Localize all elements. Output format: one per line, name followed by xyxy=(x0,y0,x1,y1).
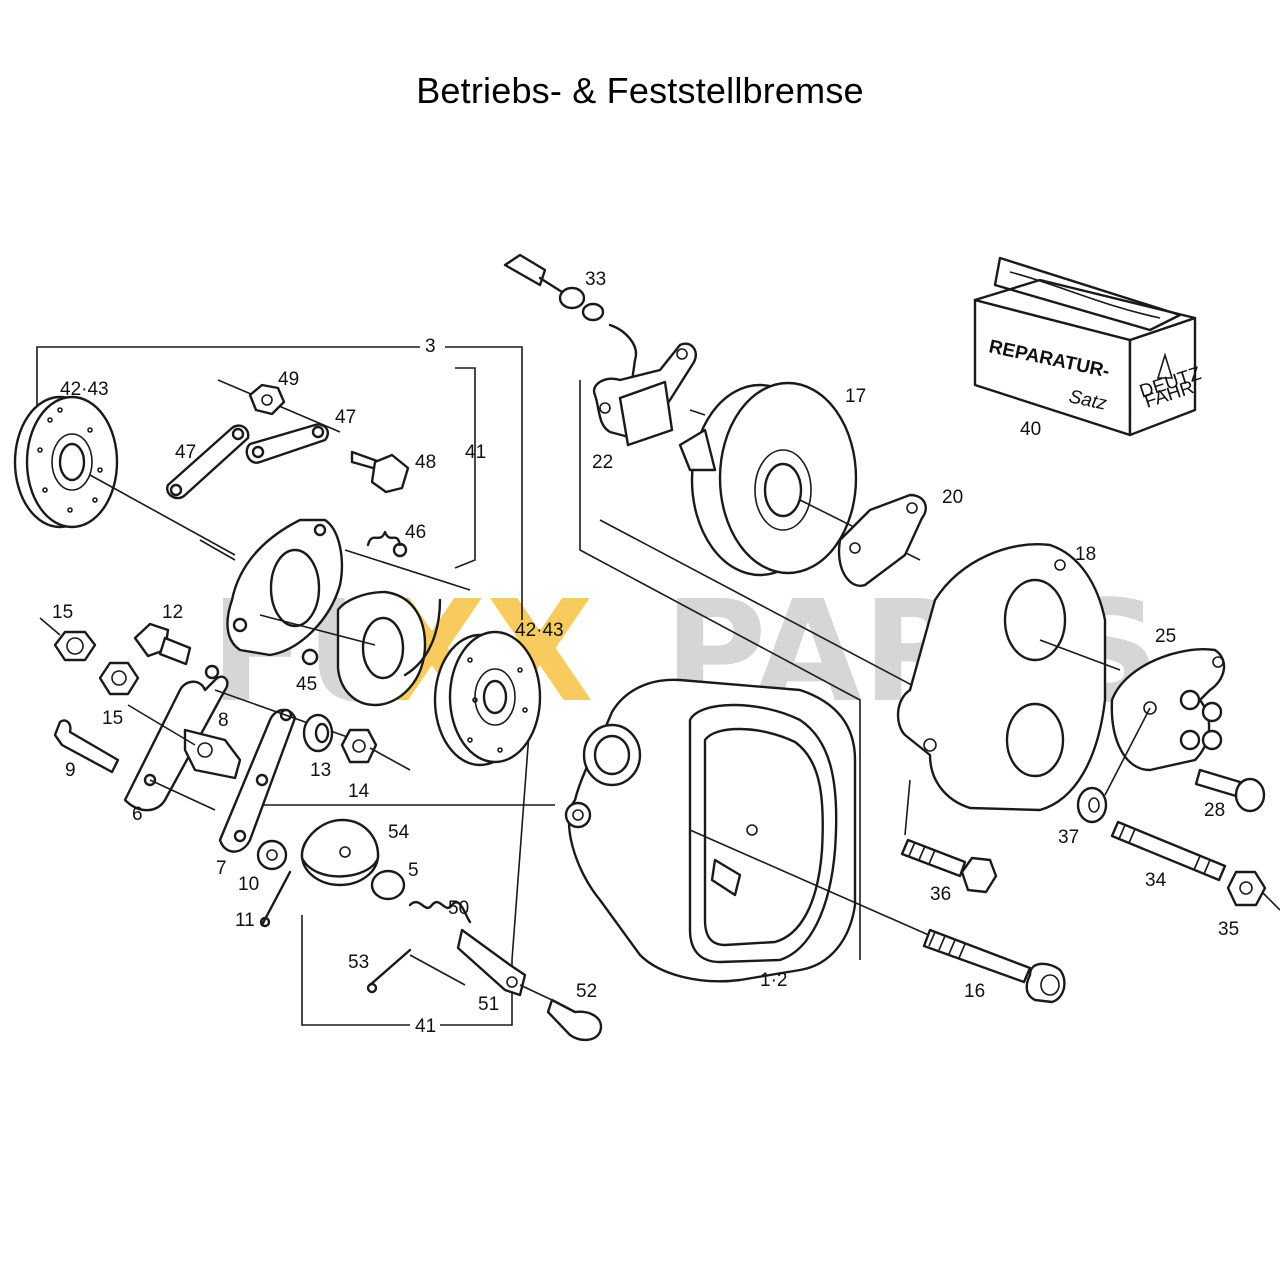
callout-48: 48 xyxy=(415,452,436,473)
callout-6: 6 xyxy=(132,804,143,825)
callout-51: 51 xyxy=(478,994,499,1015)
callout-labels: 3 33 40 42·43 49 47 47 48 41 46 17 22 20… xyxy=(52,269,1239,1037)
callout-20: 20 xyxy=(942,487,963,508)
callout-53: 53 xyxy=(348,952,369,973)
page-title: Betriebs- & Feststellbremse xyxy=(416,70,864,111)
callout-17: 17 xyxy=(845,386,866,407)
bolt-16 xyxy=(922,928,1066,1004)
callout-14: 14 xyxy=(348,781,370,802)
callout-40: 40 xyxy=(1020,419,1041,440)
callout-25: 25 xyxy=(1155,626,1176,647)
cable-and-pad xyxy=(503,253,706,447)
callout-8: 8 xyxy=(218,710,229,731)
bolt-36 xyxy=(900,838,998,894)
callout-9: 9 xyxy=(65,760,76,781)
callout-47-left: 47 xyxy=(175,442,196,463)
callout-15-bottom: 15 xyxy=(102,708,123,729)
callout-12: 12 xyxy=(162,602,183,623)
brake-disc-right xyxy=(433,630,542,767)
callout-28: 28 xyxy=(1204,800,1225,821)
callout-37: 37 xyxy=(1058,827,1079,848)
callout-50: 50 xyxy=(448,898,469,919)
stud-34-assembly xyxy=(1076,786,1280,911)
callout-42-43-right: 42·43 xyxy=(515,620,564,641)
callout-22: 22 xyxy=(592,452,613,473)
brake-drum-17 xyxy=(678,381,921,577)
callout-41-top: 41 xyxy=(465,442,486,463)
callout-3: 3 xyxy=(425,336,436,357)
housing-18 xyxy=(896,543,1121,836)
callout-33: 33 xyxy=(585,269,606,290)
callout-49: 49 xyxy=(278,369,299,390)
washer-nut-13-14 xyxy=(302,713,411,771)
callout-18: 18 xyxy=(1075,544,1096,565)
callout-46: 46 xyxy=(405,522,426,543)
bolt-28 xyxy=(1194,768,1266,813)
callout-11: 11 xyxy=(235,910,255,931)
callout-52: 52 xyxy=(576,981,597,1002)
callout-36: 36 xyxy=(930,884,951,905)
callout-5: 5 xyxy=(408,860,419,881)
callout-42-43-left: 42·43 xyxy=(60,379,109,400)
callout-47-right: 47 xyxy=(335,407,356,428)
callout-15-top: 15 xyxy=(52,602,73,623)
callout-54: 54 xyxy=(388,822,410,843)
callout-1-2: 1·2 xyxy=(760,970,787,991)
brake-housing xyxy=(564,678,941,983)
brake-pad-20 xyxy=(837,493,927,587)
callout-35: 35 xyxy=(1218,919,1239,940)
callout-16: 16 xyxy=(964,981,985,1002)
repair-kit-box: REPARATUR- Satz DEUTZ FAHR xyxy=(973,256,1204,437)
lower-hardware xyxy=(256,818,603,1042)
plate-25 xyxy=(1104,648,1226,796)
callout-13: 13 xyxy=(310,760,331,781)
small-hardware-top xyxy=(248,383,471,591)
callout-34: 34 xyxy=(1145,870,1167,891)
callout-45: 45 xyxy=(296,674,317,695)
callout-7: 7 xyxy=(216,858,227,879)
brake-disc-left xyxy=(13,395,236,556)
ball-45 xyxy=(301,648,319,666)
callout-10: 10 xyxy=(238,874,259,895)
callout-41-bottom: 41 xyxy=(415,1016,436,1037)
lever-assembly xyxy=(39,617,555,853)
